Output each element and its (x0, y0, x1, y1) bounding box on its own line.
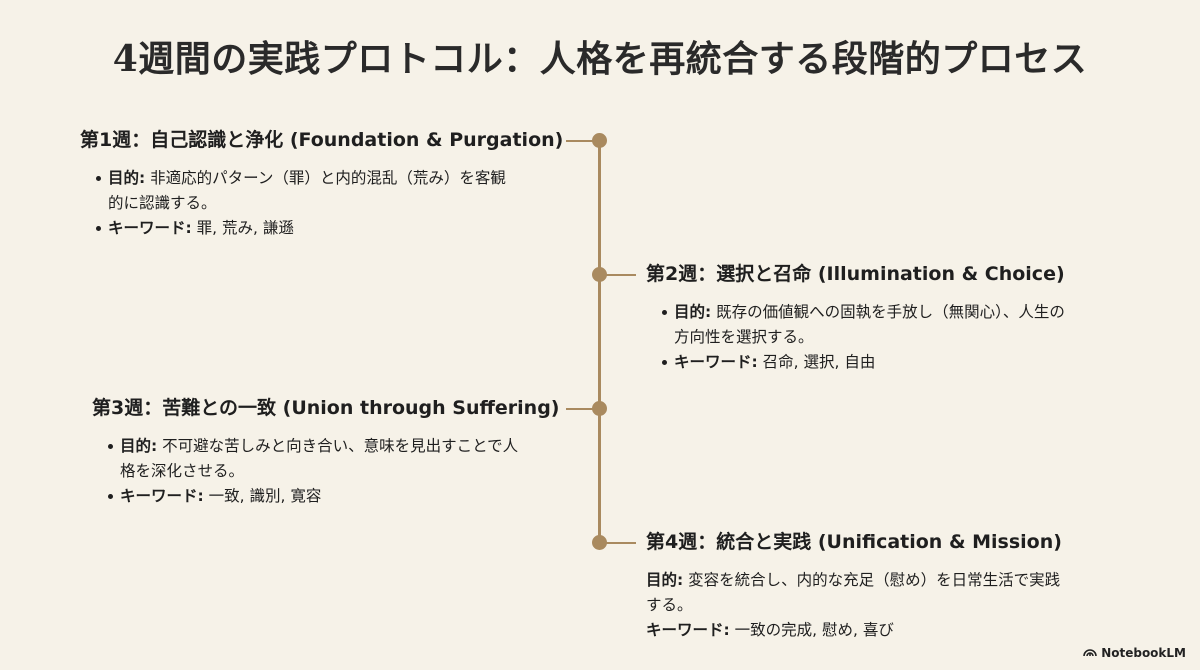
timeline-dot-week4 (592, 535, 607, 550)
week-4-purpose-text-1: 変容を統合し、内的な充足（慰め）を日常生活で実践 (688, 571, 1061, 589)
keyword-label: キーワード: (674, 353, 758, 371)
week-1-keywords: キーワード: 罪, 荒み, 謙遜 (96, 216, 570, 241)
keyword-label: キーワード: (120, 487, 204, 505)
timeline-dot-week1 (592, 133, 607, 148)
timeline-line (598, 141, 601, 543)
brand-label: NotebookLM (1101, 646, 1186, 660)
connector-week4 (604, 542, 636, 544)
week-3-heading: 第3週：苦難との一致 (Union through Suffering) (92, 397, 560, 419)
week-2-keywords-text: 召命, 選択, 自由 (762, 353, 876, 371)
week-2-heading: 第2週：選択と召命 (Illumination & Choice) (646, 263, 1065, 285)
week-3-list: 目的: 不可避な苦しみと向き合い、意味を見出すことで人格を深化させる。 キーワー… (92, 434, 572, 509)
week-4-body: 目的: 変容を統合し、内的な充足（慰め）を日常生活で実践する。 キーワード: 一… (646, 568, 1166, 643)
purpose-label: 目的: (646, 571, 684, 589)
connector-week2 (604, 274, 636, 276)
week-2-purpose: 目的: 既存の価値観への固執を手放し（無関心）、人生の方向性を選択する。 (662, 300, 1166, 350)
timeline-dot-week3 (592, 401, 607, 416)
week-2-keywords: キーワード: 召命, 選択, 自由 (662, 350, 1166, 375)
week-3-keywords: キーワード: 一致, 識別, 寛容 (108, 484, 572, 509)
purpose-label: 目的: (674, 303, 712, 321)
notebooklm-logo-icon (1083, 646, 1097, 660)
week-1-purpose: 目的: 非適応的パターン（罪）と内的混乱（荒み）を客観的に認識する。 (96, 166, 570, 216)
week-2-list: 目的: 既存の価値観への固執を手放し（無関心）、人生の方向性を選択する。 キーワ… (646, 300, 1166, 375)
keyword-label: キーワード: (108, 219, 192, 237)
page-title: 4週間の実践プロトコル：人格を再統合する段階的プロセス (112, 38, 1088, 80)
week-4-section: 第4週：統合と実践 (Unification & Mission) 目的: 変容… (646, 528, 1166, 643)
week-1-heading: 第1週：自己認識と浄化 (Foundation & Purgation) (80, 129, 564, 151)
week-3-purpose: 目的: 不可避な苦しみと向き合い、意味を見出すことで人格を深化させる。 (108, 434, 572, 484)
week-4-purpose: 目的: 変容を統合し、内的な充足（慰め）を日常生活で実践する。 (646, 568, 1166, 618)
week-4-purpose-text-2: する。 (646, 596, 693, 614)
week-3-keywords-text: 一致, 識別, 寛容 (208, 487, 322, 505)
week-2-purpose-text-2: 方向性を選択する。 (674, 328, 814, 346)
week-1-keywords-text: 罪, 荒み, 謙遜 (196, 219, 294, 237)
week-3-purpose-text-2: 格を深化させる。 (120, 462, 245, 480)
week-3-section: 第3週：苦難との一致 (Union through Suffering) 目的:… (92, 394, 572, 509)
connector-week3 (566, 408, 596, 410)
week-2-section: 第2週：選択と召命 (Illumination & Choice) 目的: 既存… (646, 260, 1166, 375)
week-1-purpose-text-1: 非適応的パターン（罪）と内的混乱（荒み）を客観 (150, 169, 506, 187)
brand-watermark: NotebookLM (1083, 646, 1186, 660)
week-4-keywords: キーワード: 一致の完成, 慰め, 喜び (646, 618, 1166, 643)
week-4-keywords-text: 一致の完成, 慰め, 喜び (734, 621, 894, 639)
keyword-label: キーワード: (646, 621, 730, 639)
week-1-section: 第1週：自己認識と浄化 (Foundation & Purgation) 目的:… (80, 126, 570, 241)
purpose-label: 目的: (120, 437, 158, 455)
week-3-purpose-text-1: 不可避な苦しみと向き合い、意味を見出すことで人 (162, 437, 519, 455)
purpose-label: 目的: (108, 169, 146, 187)
week-1-list: 目的: 非適応的パターン（罪）と内的混乱（荒み）を客観的に認識する。 キーワード… (80, 166, 570, 241)
week-2-purpose-text-1: 既存の価値観への固執を手放し（無関心）、人生の (716, 303, 1065, 321)
timeline-dot-week2 (592, 267, 607, 282)
week-1-purpose-text-2: 的に認識する。 (108, 194, 217, 212)
connector-week1 (566, 140, 596, 142)
week-4-heading: 第4週：統合と実践 (Unification & Mission) (646, 531, 1062, 553)
